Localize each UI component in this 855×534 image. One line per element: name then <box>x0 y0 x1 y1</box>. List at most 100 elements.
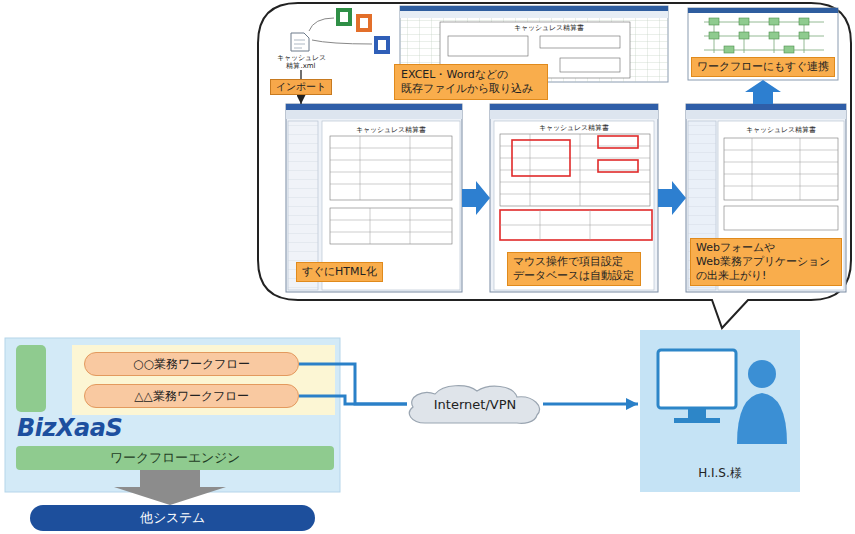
workflow-screenshot <box>739 18 749 25</box>
file-icons <box>340 12 348 22</box>
form-designer-screenshot <box>500 210 652 240</box>
form-designer-screenshot <box>500 134 650 206</box>
workflow-screenshot <box>704 19 824 53</box>
file-icons <box>291 8 390 54</box>
form-designer-screenshot <box>598 136 638 148</box>
workflow-screenshot: ワークフローにもすぐ連携 <box>688 8 838 80</box>
file-icons <box>336 8 352 26</box>
edge-label-holder: インポート <box>270 79 332 95</box>
form-title: キャッシュレス精算書 <box>356 126 426 135</box>
bizxaas-panel <box>5 338 340 492</box>
network-line <box>299 364 407 404</box>
workflow-screenshot <box>688 8 838 80</box>
workflow-screenshot <box>709 18 719 25</box>
client-pc-box <box>674 418 720 423</box>
excel-screenshot <box>448 36 528 56</box>
callout-label: Webフォームや Web業務アプリケーション の出来上がり! <box>690 238 842 286</box>
form-designer-screenshot <box>512 140 570 176</box>
file-icons <box>291 33 309 51</box>
network-line <box>299 396 407 404</box>
node-label: EXCEL・Wordなどの 既存ファイルから取り込み <box>401 68 541 96</box>
html-editor-screenshot <box>286 104 462 292</box>
speech-bubble <box>258 3 851 328</box>
html-editor-screenshot <box>286 110 462 119</box>
callout-label: すぐにHTML化 <box>296 262 383 282</box>
workflow-screenshot <box>724 46 734 53</box>
web-form-screenshot <box>724 138 838 200</box>
excel-screenshot <box>400 11 668 18</box>
web-form-screenshot <box>686 104 846 292</box>
node-label: △△業務ワークフロー <box>134 388 248 405</box>
html-editor-screenshot <box>330 208 452 244</box>
form-designer-screenshot <box>500 210 652 240</box>
form-title: キャッシュレス精算書 <box>514 24 584 33</box>
form-title: キャッシュレス精算書 <box>746 126 816 135</box>
html-editor-screenshot <box>330 136 452 200</box>
step-arrow <box>745 80 781 104</box>
web-form-screenshot <box>686 104 846 292</box>
network-cloud: Internet/VPN <box>405 383 545 425</box>
callout-label: EXCEL・Wordなどの 既存ファイルから取り込み <box>394 64 548 100</box>
network-arrow <box>543 403 638 406</box>
workflow-screenshot <box>799 18 809 25</box>
form-designer-screenshot <box>598 160 638 172</box>
web-form-screenshot <box>724 138 838 200</box>
node-label: Internet/VPN <box>434 397 516 412</box>
workflow-screenshot <box>739 32 749 39</box>
xml-file-icon: キャッシュレス 精算.xml <box>272 30 330 70</box>
workflow-screenshot <box>709 32 719 39</box>
file-icons <box>360 18 368 28</box>
web-form-screenshot <box>686 104 846 110</box>
node-label: H.I.S.様 <box>698 465 741 482</box>
node-label: 他システム <box>140 509 205 527</box>
client-pc-box <box>640 330 800 492</box>
product-logo: BizXaaS <box>17 414 122 442</box>
client-box: H.I.S.様 <box>640 330 800 492</box>
step-arrow <box>462 181 490 215</box>
workflow-screenshot <box>784 46 794 53</box>
file-icons <box>356 14 372 32</box>
workflow-screenshot <box>688 8 838 80</box>
engine-bar: ワークフローエンジン <box>16 446 334 470</box>
client-pc-box <box>688 408 706 418</box>
workflow-screenshot <box>799 32 809 39</box>
client-pc-box <box>658 350 736 408</box>
client-pc-box <box>640 330 800 492</box>
file-icons <box>312 40 372 44</box>
callout-label: ワークフローにもすぐ連携 <box>691 57 835 77</box>
html-editor-screenshot <box>330 136 452 200</box>
file-icons <box>374 36 390 54</box>
html-editor-screenshot <box>286 104 462 110</box>
data-flow-arrow <box>114 470 226 505</box>
other-system-bar: 他システム <box>30 505 315 531</box>
workflow-screenshot <box>769 32 779 39</box>
workflow-box: △△業務ワークフロー <box>84 384 299 408</box>
node-label: ○○業務ワークフロー <box>133 356 250 373</box>
file-icons <box>294 40 305 48</box>
web-form-screenshot: キャッシュレス精算書 Webフォームや Web業務アプリケーション の出来上がり! <box>686 104 846 292</box>
form-designer-screenshot <box>490 110 658 119</box>
file-icons <box>378 40 386 50</box>
speech-bubble <box>258 3 851 328</box>
form-designer-screenshot <box>490 104 658 292</box>
workflow-box: ○○業務ワークフロー <box>84 352 299 376</box>
node-label: キャッシュレス 精算.xml <box>272 54 330 70</box>
form-designer-screenshot <box>490 104 658 292</box>
form-screenshot: キャッシュレス精算書EXCEL・Wordなどの 既存ファイルから取り込み <box>400 6 668 82</box>
excel-screenshot <box>540 36 620 48</box>
workflow-screenshot <box>688 8 838 13</box>
form-designer-screenshot: キャッシュレス精算書マウス操作で項目設定 データベースは自動設定 <box>490 104 658 292</box>
excel-screenshot <box>400 6 668 11</box>
file-icons <box>309 18 334 31</box>
bizxaas-panel <box>72 345 335 415</box>
form-designer-screenshot <box>500 134 650 206</box>
bizxaas-panel <box>5 338 340 492</box>
workflow-screenshot <box>769 18 779 25</box>
callout-label: マウス操作で項目設定 データベースは自動設定 <box>507 252 641 286</box>
step-arrow <box>658 181 686 215</box>
node-label: ワークフローエンジン <box>110 449 240 467</box>
client-pc-box <box>737 393 787 444</box>
cloud-shape <box>409 386 539 424</box>
html-editor-screenshot <box>330 208 452 244</box>
